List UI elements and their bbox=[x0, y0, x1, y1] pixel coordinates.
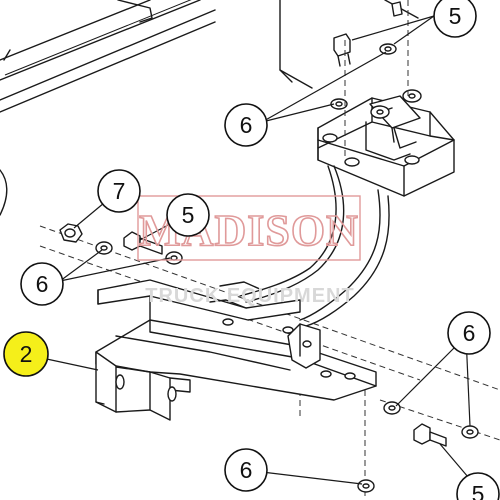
frame-rail bbox=[0, 0, 216, 216]
callout-label: 6 bbox=[240, 457, 253, 483]
callout-5-top: 5 bbox=[433, 0, 477, 38]
callout-circle bbox=[447, 311, 491, 355]
callout-label: 5 bbox=[182, 202, 195, 228]
callout-circle bbox=[224, 103, 268, 147]
callout-circle bbox=[97, 169, 141, 213]
callout-label: 7 bbox=[113, 178, 126, 204]
callout-circle bbox=[3, 331, 49, 377]
upper-bracket bbox=[239, 0, 455, 327]
callout-6-left: 6 bbox=[20, 262, 64, 306]
lower-mount-bracket bbox=[95, 279, 377, 421]
callout-label: 5 bbox=[449, 3, 462, 29]
callout-6-upper: 6 bbox=[224, 103, 268, 147]
callout-label: 2 bbox=[20, 341, 33, 367]
callout-6-right: 6 bbox=[447, 311, 491, 355]
callout-label: 6 bbox=[463, 320, 476, 346]
left-hardware bbox=[59, 223, 183, 265]
callout-5-middle: 5 bbox=[166, 193, 210, 237]
callout-label: 6 bbox=[240, 112, 253, 138]
callout-circle bbox=[433, 0, 477, 38]
callout-label: 6 bbox=[36, 271, 49, 297]
callout-label: 5 bbox=[472, 481, 485, 500]
right-hardware bbox=[357, 401, 479, 493]
callout-circle bbox=[456, 472, 500, 500]
watermark-sub-text: TRUCK EQUIPMENT bbox=[145, 285, 354, 307]
callout-circle bbox=[166, 193, 210, 237]
callout-2-highlighted: 2 bbox=[3, 331, 49, 377]
callout-7: 7 bbox=[97, 169, 141, 213]
watermark-frame bbox=[137, 195, 361, 261]
callout-circle bbox=[20, 262, 64, 306]
callout-5-bottom: 5 bbox=[456, 472, 500, 500]
callout-6-bottom: 6 bbox=[224, 448, 268, 492]
callout-circle bbox=[224, 448, 268, 492]
